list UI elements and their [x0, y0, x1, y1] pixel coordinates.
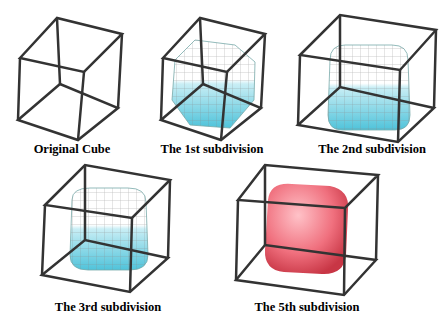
wire-cube: [18, 18, 122, 140]
wire-cube: [161, 18, 265, 140]
subdivided-shape: [70, 188, 148, 270]
caption-label: Original Cube: [34, 143, 111, 157]
caption-label: The 3rd subdivision: [55, 301, 161, 315]
wire-cube: [298, 15, 436, 142]
caption-label: The 5th subdivision: [255, 301, 360, 315]
wire-cube: [42, 165, 170, 292]
caption-label: The 1st subdivision: [161, 143, 264, 157]
subdivided-shape: [172, 40, 255, 128]
wire-cube: [236, 165, 378, 295]
smooth-surface: [265, 184, 348, 274]
caption-label: The 2nd subdivision: [318, 143, 426, 157]
